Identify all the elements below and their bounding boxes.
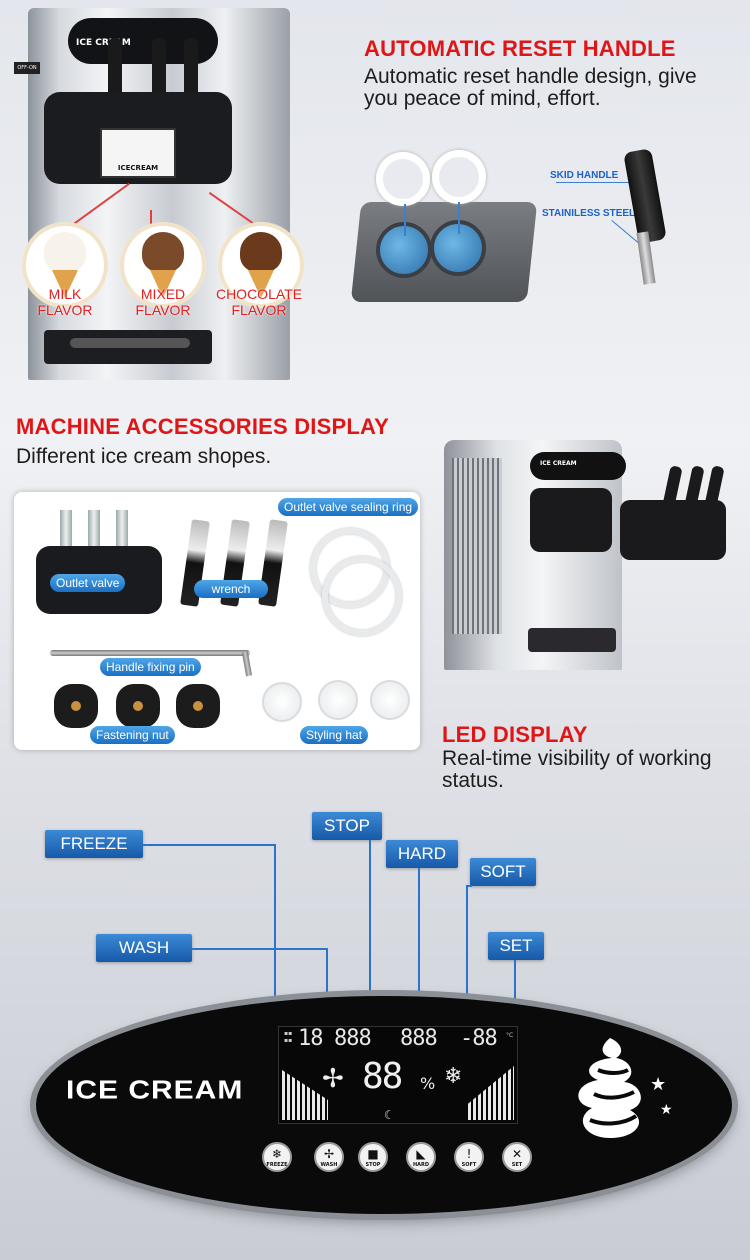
styling-hat-image xyxy=(318,680,358,720)
lcd-segment-3: 888 xyxy=(400,1026,438,1051)
star-icon: ★ xyxy=(660,1102,673,1118)
handle-fixing-pin-image xyxy=(50,650,250,656)
set-icon: ✕ xyxy=(511,1147,523,1161)
nut-thread xyxy=(71,701,81,711)
soft-tag: SOFT xyxy=(470,858,536,886)
freeze-tag: FREEZE xyxy=(45,830,143,858)
machine-drip-tray xyxy=(528,628,616,652)
freeze-button[interactable]: ❄ FREEZE xyxy=(262,1142,292,1172)
hard-button[interactable]: ◣ HARD xyxy=(406,1142,436,1172)
styling-hat-image xyxy=(262,682,302,722)
accessories-heading: MACHINE ACCESSORIES DISPLAY xyxy=(16,414,389,439)
outlet-pin xyxy=(116,510,128,554)
mixed-cone-image xyxy=(120,222,206,308)
sealing-ring-image xyxy=(376,152,430,206)
machine-led-panel-small xyxy=(530,452,626,480)
skid-handle-label: SKID HANDLE xyxy=(550,170,619,181)
stop-connector xyxy=(369,840,371,1140)
styling-hat-label: Styling hat xyxy=(300,726,369,744)
soft-button[interactable]: ! SOFT xyxy=(454,1142,484,1172)
head-logo-text: ICECREAM xyxy=(100,128,176,178)
styling-hat-image xyxy=(370,680,410,720)
stop-icon: ■ xyxy=(367,1147,379,1161)
flavor-pointer-line xyxy=(150,210,152,224)
lcd-moon-icon: ☾ xyxy=(384,1108,395,1122)
fan-icon: ✢ xyxy=(323,1147,335,1161)
soft-connector xyxy=(466,885,472,887)
sealing-ring-label: Outlet valve sealing ring xyxy=(278,498,419,516)
power-switch-label: OFF-ON xyxy=(14,62,40,74)
stop-tag: STOP xyxy=(312,812,382,840)
accessories-description: Different ice cream shopes. xyxy=(16,445,272,468)
lcd-fan-icon: ✢ xyxy=(322,1064,344,1094)
drip-tray-slot xyxy=(70,338,190,348)
freeze-connector xyxy=(143,844,276,846)
star-icon: ★ xyxy=(650,1074,667,1095)
ring-pointer-line xyxy=(404,204,406,236)
outlet-pin xyxy=(60,510,72,554)
machine-panel-text-small: ICE CREAM xyxy=(540,460,577,467)
set-tag: SET xyxy=(488,932,544,960)
ring-pointer-line xyxy=(458,202,460,234)
nut-thread xyxy=(193,701,203,711)
ice-cream-brand: ICE CREAM xyxy=(66,1076,244,1105)
skid-handle-image xyxy=(623,148,667,244)
outlet-valve-label: Outlet valve xyxy=(50,574,126,592)
milk-cone-image xyxy=(22,222,108,308)
lcd-segment-1: 18 xyxy=(298,1026,323,1051)
hard-icon: ◣ xyxy=(416,1147,426,1161)
lcd-segment-4: -88 xyxy=(460,1026,498,1051)
stop-button[interactable]: ■ STOP xyxy=(358,1142,388,1172)
lcd-indicator-text: ▪▪▪▪ xyxy=(284,1030,293,1044)
hard-tag: HARD xyxy=(386,840,458,868)
machine-panel-text: ICE CREAM xyxy=(76,38,131,48)
machine-vent xyxy=(452,458,502,634)
skid-handle-pointer xyxy=(556,182,636,183)
set-button[interactable]: ✕ SET xyxy=(502,1142,532,1172)
fixing-pin-label: Handle fixing pin xyxy=(100,658,201,676)
freeze-connector xyxy=(274,844,276,1140)
outlet-sealing-ring-image xyxy=(322,556,402,636)
wrench-label: wrench xyxy=(194,580,268,598)
machine-dispenser-head xyxy=(530,488,612,552)
wash-connector xyxy=(192,948,328,950)
wash-tag: WASH xyxy=(96,934,192,962)
soft-icon: ! xyxy=(466,1147,472,1161)
reset-handle-heading: AUTOMATIC RESET HANDLE xyxy=(364,36,676,61)
chocolate-cone-image xyxy=(218,222,304,308)
wash-button[interactable]: ✢ WASH xyxy=(314,1142,344,1172)
lcd-unit: °C xyxy=(506,1032,514,1039)
stainless-steel-label: STAINILESS STEEL xyxy=(542,208,636,219)
nut-thread xyxy=(133,701,143,711)
lcd-main-digits: 88 xyxy=(362,1056,403,1097)
sealing-ring-image xyxy=(432,150,486,204)
lcd-snowflake-icon: ❄ xyxy=(444,1064,463,1089)
snowflake-icon: ❄ xyxy=(271,1147,283,1161)
lcd-segment-2: 888 xyxy=(334,1026,372,1051)
lcd-percent: % xyxy=(420,1074,436,1093)
detached-dispenser-head xyxy=(620,500,726,560)
outlet-pin xyxy=(88,510,100,554)
fastening-nut-label: Fastening nut xyxy=(90,726,175,744)
ice-cream-logo-icon xyxy=(578,1038,641,1138)
led-display-heading: LED DISPLAY xyxy=(442,722,588,747)
